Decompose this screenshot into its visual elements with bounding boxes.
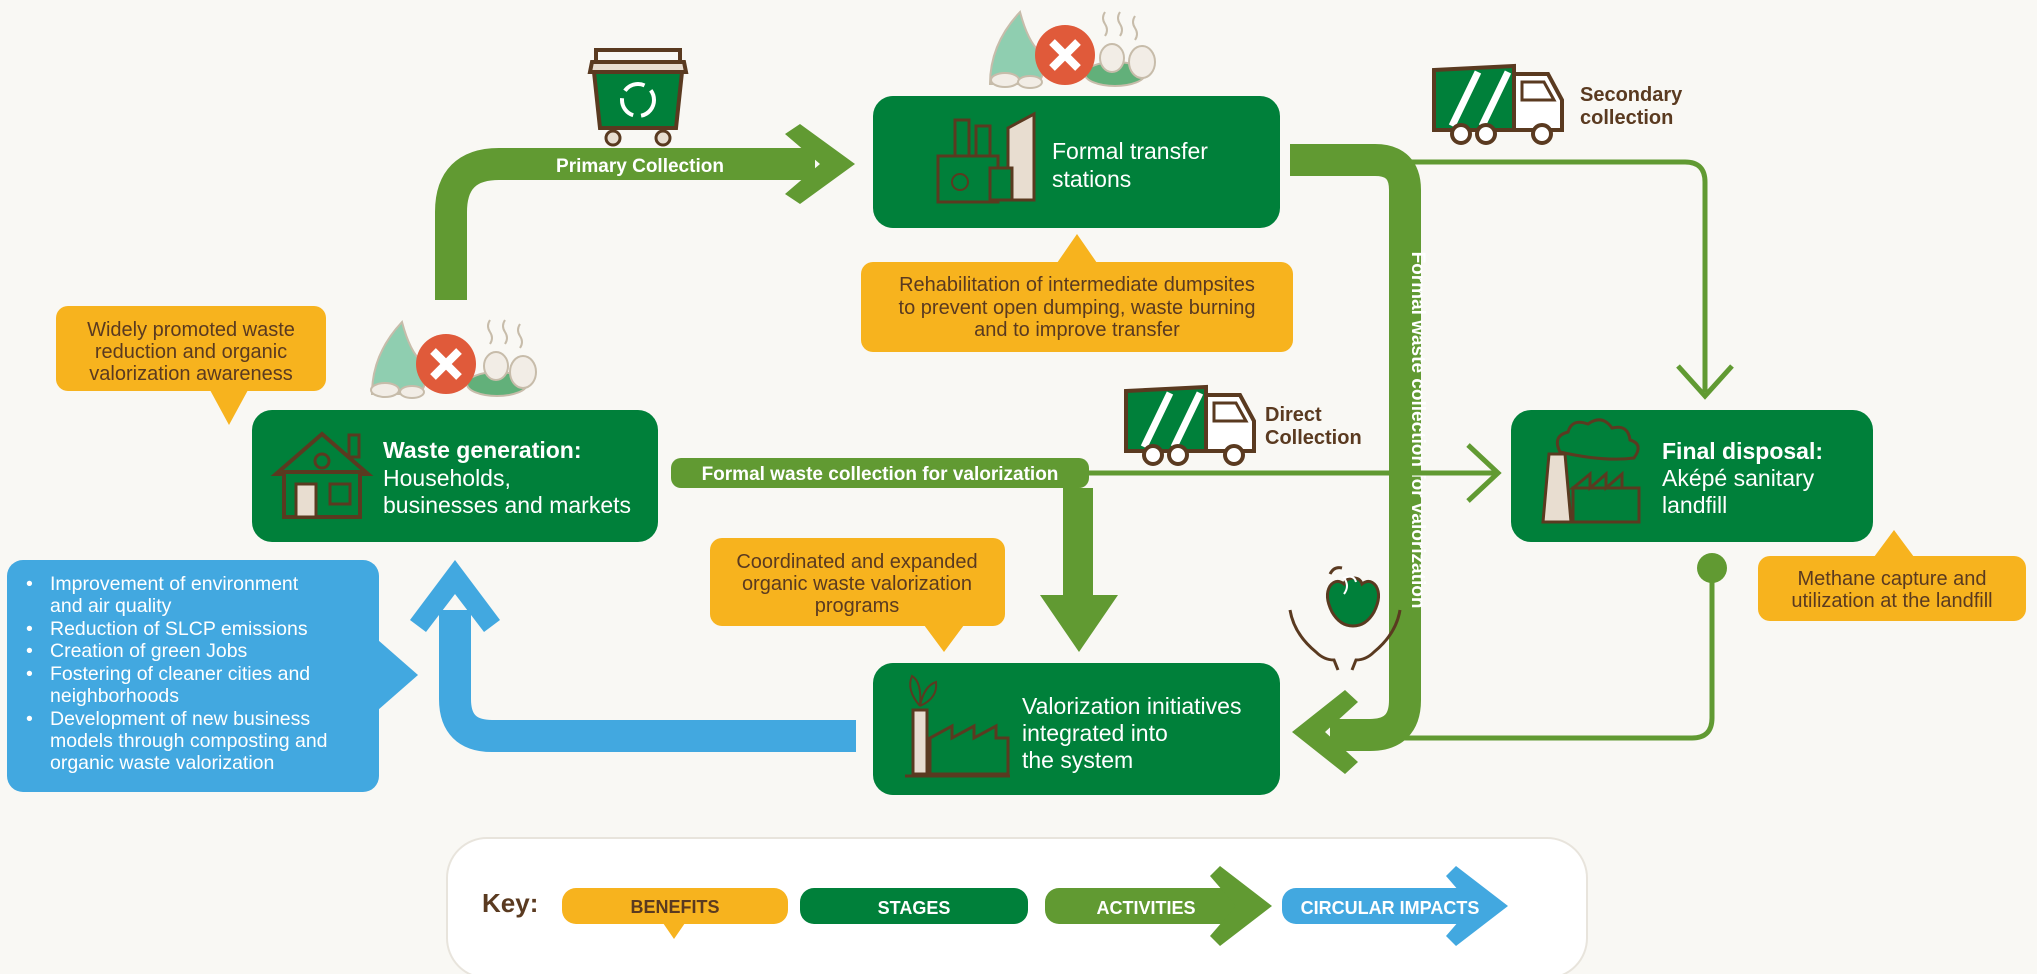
transfer-line1: Formal transfer <box>1052 138 1208 164</box>
benefit-methane: Methane capture and utilization at the l… <box>1758 530 2026 621</box>
svg-text:models through composting and: models through composting and <box>50 730 328 752</box>
benefit-rehabilitation: Rehabilitation of intermediate dumpsites… <box>861 234 1293 352</box>
legend-benefits: BENEFITS <box>562 888 788 939</box>
landfill-icon <box>1541 418 1641 524</box>
final-disposal-line2: landfill <box>1662 492 1727 518</box>
legend: Key: BENEFITS STAGES ACTIVITIES CIRCULAR… <box>446 837 1588 974</box>
svg-text:organic waste valorization: organic waste valorization <box>50 752 274 774</box>
svg-text:ACTIVITIES: ACTIVITIES <box>1096 898 1195 918</box>
circular-impacts-box: • Improvement of environment and air qua… <box>7 560 418 792</box>
secondary-collection-label-line1: Secondary <box>1580 84 1683 106</box>
vertical-collection-arrow <box>1290 144 1421 774</box>
svg-text:BENEFITS: BENEFITS <box>630 897 719 917</box>
waste-generation-line2: businesses and markets <box>383 492 631 518</box>
svg-text:neighborhoods: neighborhoods <box>50 685 179 707</box>
svg-text:and air quality: and air quality <box>50 595 172 617</box>
no-dumping-burning-icon <box>370 319 537 399</box>
impact-item: • Creation of green Jobs <box>26 640 248 662</box>
formal-valorization-label: Formal waste collection for valorization <box>702 464 1059 485</box>
svg-text:•: • <box>26 573 33 595</box>
garbage-truck-icon <box>1124 384 1256 466</box>
direct-collection-label-line2: Collection <box>1265 427 1362 449</box>
waste-generation-title: Waste generation: <box>383 437 582 463</box>
svg-text:Improvement of environment: Improvement of environment <box>50 573 299 595</box>
circular-impact-arrow <box>410 560 856 752</box>
impact-item: • Improvement of environment and air qua… <box>26 573 299 617</box>
svg-text:and to improve transfer: and to improve transfer <box>974 319 1180 341</box>
svg-text:CIRCULAR IMPACTS: CIRCULAR IMPACTS <box>1301 898 1480 918</box>
landfill-return-line <box>1400 553 1727 741</box>
final-disposal-title: Final disposal: <box>1662 438 1823 464</box>
garbage-truck-icon <box>1432 63 1564 145</box>
compost-hands-icon <box>1288 566 1402 671</box>
svg-text:•: • <box>26 663 33 685</box>
primary-collection-label: Primary Collection <box>556 156 724 177</box>
direct-collection-label-line1: Direct <box>1265 404 1322 426</box>
recycling-bin-icon <box>587 48 689 147</box>
legend-title: Key: <box>482 888 538 918</box>
factory-icon <box>936 111 1036 204</box>
final-disposal-line1: Aképé sanitary <box>1662 465 1815 491</box>
no-dumping-burning-icon <box>988 10 1156 89</box>
valorization-line3: the system <box>1022 747 1133 773</box>
svg-text:Coordinated and expanded: Coordinated and expanded <box>736 551 977 573</box>
impact-item: • Development of new business models thr… <box>26 708 328 774</box>
svg-text:•: • <box>26 618 33 640</box>
valorization-line1: Valorization initiatives <box>1022 693 1241 719</box>
secondary-collection-label-line2: collection <box>1580 107 1673 129</box>
svg-text:Widely promoted waste: Widely promoted waste <box>87 319 295 341</box>
legend-stages: STAGES <box>800 888 1028 924</box>
legend-circular-impacts: CIRCULAR IMPACTS <box>1282 866 1508 946</box>
benefit-programs: Coordinated and expanded organic waste v… <box>710 538 1005 652</box>
house-icon <box>270 431 374 519</box>
stage-transfer-stations: Formal transfer stations <box>873 96 1280 228</box>
svg-text:Methane capture and: Methane capture and <box>1797 568 1986 590</box>
svg-text:reduction and organic: reduction and organic <box>95 341 287 363</box>
waste-generation-line1: Households, <box>383 465 511 491</box>
impact-item: • Fostering of cleaner cities and neighb… <box>26 663 310 707</box>
svg-text:Fostering of cleaner cities an: Fostering of cleaner cities and <box>50 663 310 685</box>
svg-text:Development of new business: Development of new business <box>50 708 310 730</box>
valorization-line2: integrated into <box>1022 720 1168 746</box>
svg-text:Creation of green Jobs: Creation of green Jobs <box>50 640 248 662</box>
valorization-factory-icon <box>905 674 1010 778</box>
benefit-awareness: Widely promoted waste reduction and orga… <box>56 306 326 425</box>
primary-collection-arrow <box>435 124 855 300</box>
impact-item: • Reduction of SLCP emissions <box>26 618 308 640</box>
svg-text:valorization awareness: valorization awareness <box>89 363 292 385</box>
vertical-collection-label: Formal waste collection for valorization <box>1407 252 1428 609</box>
svg-text:utilization at the landfill: utilization at the landfill <box>1791 590 1992 612</box>
svg-text:programs: programs <box>815 595 899 617</box>
svg-text:•: • <box>26 708 33 730</box>
svg-text:Reduction of SLCP emissions: Reduction of SLCP emissions <box>50 618 308 640</box>
transfer-line2: stations <box>1052 166 1131 192</box>
svg-text:Rehabilitation of intermediate: Rehabilitation of intermediate dumpsites <box>899 274 1255 296</box>
formal-valorization-arrow <box>671 443 1502 652</box>
legend-activities: ACTIVITIES <box>1045 866 1272 946</box>
secondary-collection-arrow <box>1405 159 1734 400</box>
svg-text:organic waste valorization: organic waste valorization <box>742 573 972 595</box>
svg-text:STAGES: STAGES <box>878 898 951 918</box>
svg-text:to prevent open dumping, waste: to prevent open dumping, waste burning <box>899 297 1256 319</box>
svg-text:•: • <box>26 640 33 662</box>
